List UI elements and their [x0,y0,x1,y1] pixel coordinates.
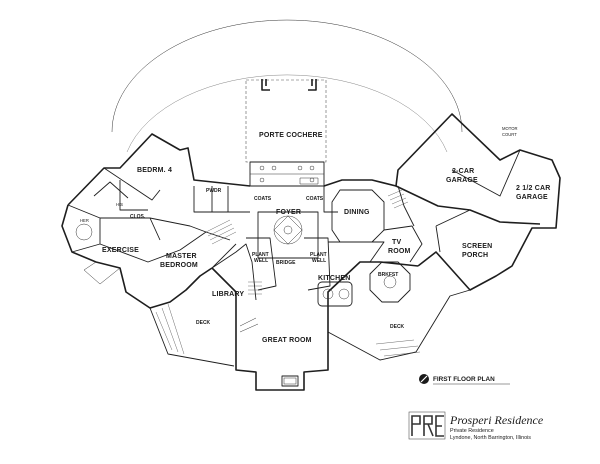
label-garage-2car: 2-CAR [452,168,474,175]
label-tv-room: TV [392,239,401,246]
label-pwdr: PWDR [206,188,222,194]
label-brkfst: BRKFST [378,272,398,278]
label-garage-25car-2: GARAGE [516,194,548,201]
label-garage-25car: 2 1/2 CAR [516,185,550,192]
room-labels: PORTE COCHERE MOTOR COURT 2-CAR GARAGE 2… [80,126,550,344]
porte-cochere [245,79,327,163]
label-bedrm4: BEDRM. 4 [137,167,172,174]
exterior-walls [61,113,561,391]
decks [83,261,471,367]
plan-title: FIRST FLOOR PLAN [419,374,510,385]
label-screen-porch-2: PORCH [462,252,488,259]
label-screen-porch: SCREEN [462,243,492,250]
label-garage-2car-2: GARAGE [446,177,478,184]
stairs [205,189,409,295]
label-plant-well-left: PLANT [252,252,269,258]
label-her: HER [80,218,89,223]
label-tv-room-2: ROOM [388,248,411,255]
label-deck-left: DECK [196,320,211,326]
title-block: Prosperi Residence Private Residence Lyn… [408,411,544,441]
motor-court-arc [111,19,463,153]
interior-walls [67,149,521,307]
label-plant-well-left-2: WELL [254,258,268,264]
label-motor-court-2: COURT [502,132,517,137]
label-bridge: BRIDGE [276,260,296,266]
foyer-inlay [273,215,303,245]
fixtures [75,177,397,387]
plan-title-text: FIRST FLOOR PLAN [433,376,495,383]
label-coats-left: COATS [254,196,272,202]
project-subtitle: Private Residence [450,428,494,434]
label-foyer: FOYER [276,209,301,216]
project-name: Prosperi Residence [449,413,544,427]
label-plant-well-right: PLANT [310,252,327,258]
label-porte-cochere: PORTE COCHERE [259,132,323,139]
label-clos: CLOS. [130,214,146,220]
label-deck-right: DECK [390,324,405,330]
label-his: HIS [116,202,123,207]
label-great-room: GREAT ROOM [262,337,312,344]
label-plant-well-right-2: WELL [312,258,326,264]
label-master-bedroom-2: BEDROOM [160,262,198,269]
label-exercise: EXERCISE [102,247,139,254]
label-kitchen: KITCHEN [318,275,351,282]
label-library: LIBRARY [212,291,244,298]
entry-stoop [249,161,325,187]
project-location: Lyndone, North Barrington, Illinois [450,435,531,441]
firm-logo [408,411,446,440]
label-master-bedroom: MASTER [166,253,197,260]
label-dining: DINING [344,209,370,216]
label-motor-court: MOTOR [502,126,518,131]
label-coats-right: COATS [306,196,324,202]
